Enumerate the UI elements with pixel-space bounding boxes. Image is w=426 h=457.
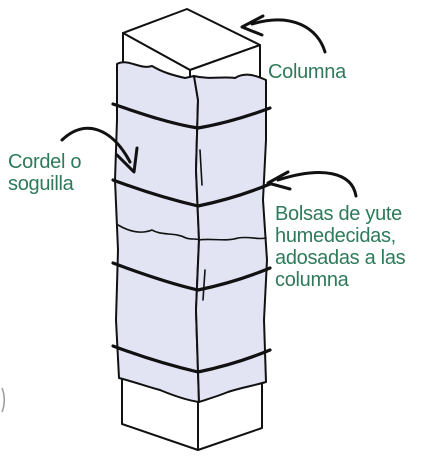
label-bolsas-line-3: adosadas a las bbox=[275, 247, 406, 269]
arrow-bolsas bbox=[266, 170, 358, 198]
burlap-side-face bbox=[193, 73, 268, 403]
arrow-columna bbox=[240, 14, 327, 54]
arrow-cordel bbox=[60, 126, 139, 174]
label-bolsas-line-1: Bolsas de yute bbox=[275, 203, 402, 225]
twine-band-1 bbox=[111, 102, 272, 130]
twine-band-4 bbox=[111, 344, 272, 374]
label-cordel-line-1: Cordel o bbox=[8, 151, 82, 173]
label-columna-text: Columna bbox=[268, 61, 346, 83]
label-columna: Columna bbox=[268, 61, 346, 83]
twine-band-3 bbox=[111, 261, 272, 292]
twine-band-2 bbox=[111, 178, 272, 208]
twine-bands bbox=[111, 102, 272, 374]
label-bolsas-de-yute: Bolsas de yute humedecidas, adosadas a l… bbox=[275, 203, 406, 291]
label-cordel-o-soguilla: Cordel o soguilla bbox=[8, 151, 82, 195]
label-bolsas-line-2: humedecidas, bbox=[275, 225, 396, 247]
label-cordel-line-2: soguilla bbox=[8, 173, 74, 195]
edge-mark bbox=[1, 387, 5, 413]
burlap-seams bbox=[117, 149, 267, 301]
label-bolsas-line-4: columna bbox=[275, 269, 349, 291]
